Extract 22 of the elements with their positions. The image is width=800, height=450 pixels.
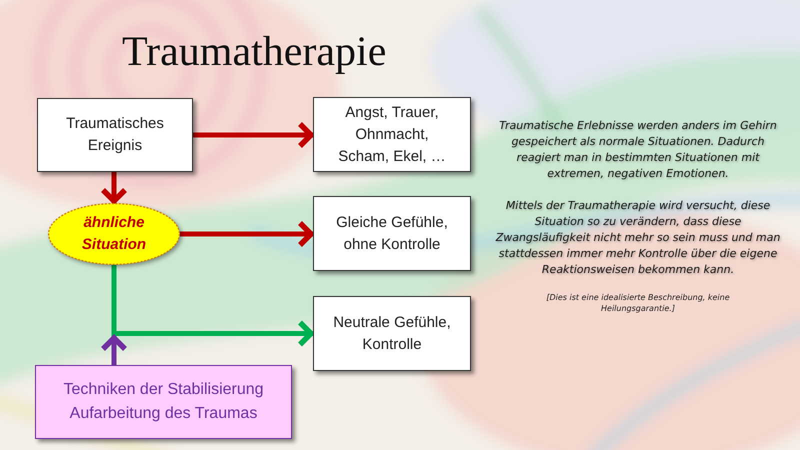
node-text: Techniken der Stabilisierung (63, 380, 264, 400)
ellipse-node (48, 203, 180, 265)
process-box (313, 196, 471, 271)
arrow (100, 335, 128, 365)
description-paragraph: Traumatische Erlebnisse werden anders im Gehirn gespeichert als normale Situationen. Dadurch reagiert man in bestimmten Situationen mit extremen, negativen Emotionen. (498, 118, 778, 182)
node-text: Aufarbeitung des Traumas (70, 404, 258, 424)
title: Traumatherapie (122, 28, 386, 77)
node-text: Gleiche Gefühle, ohne Kontrolle (335, 212, 449, 254)
disclaimer-note: [Dies ist eine idealisierte Beschreibung, keine Heilungsgarantie.] (545, 292, 731, 314)
node-text: Neutrale Gefühle, Kontrolle (332, 312, 452, 354)
process-box (37, 98, 193, 172)
node-text: Traumatisches Ereignis (65, 114, 165, 156)
arrow (100, 172, 128, 204)
arrow (180, 220, 314, 248)
technique-box (35, 365, 292, 439)
arrow (193, 121, 314, 149)
process-box (313, 97, 471, 172)
description-paragraph: Mittels der Traumatherapie wird versucht, diese Situation so zu verändern, dass diese Zwangsläufigkeit nicht mehr so sein muss und man stattdessen immer mehr Kontrolle über die eigene Reaktionsweisen bekommen kann. (494, 198, 782, 278)
arrow (112, 265, 314, 348)
node-text: ähnliche Situation (80, 213, 148, 255)
node-text: Angst, Trauer, Ohnmacht, Scham, Ekel, … (337, 102, 447, 166)
process-box (313, 296, 471, 371)
